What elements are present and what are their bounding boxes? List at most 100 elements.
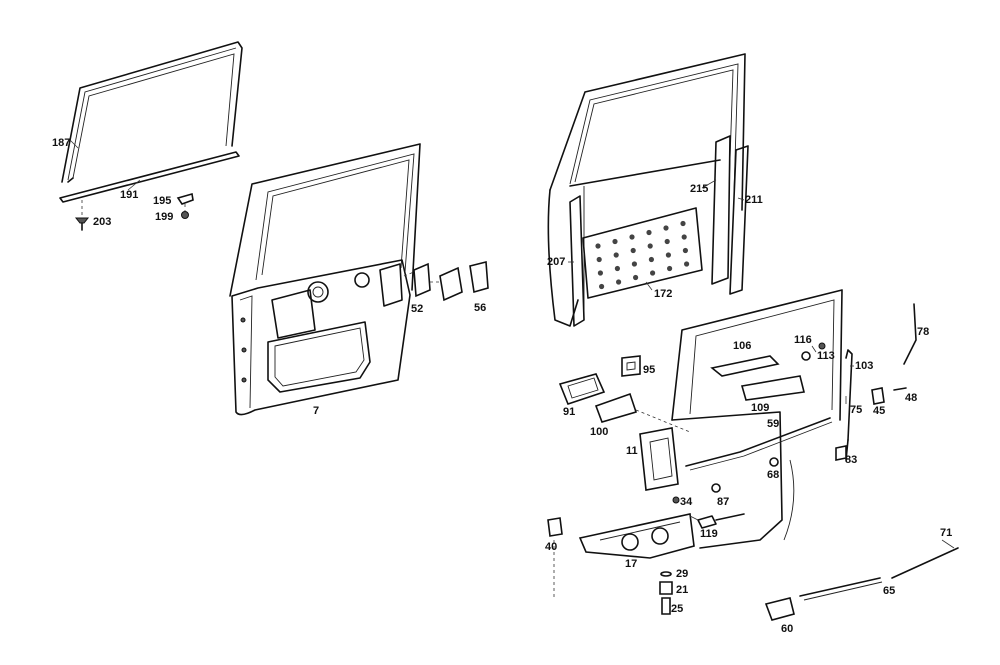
part-label-78: 78 — [917, 326, 930, 338]
panel-fastener-dot — [633, 274, 639, 281]
panel-fastener-dot — [631, 261, 638, 267]
bolt-116 — [801, 351, 811, 361]
inside-handle-100 — [594, 392, 638, 423]
rod-78 — [903, 303, 917, 365]
leader-lines — [69, 139, 955, 549]
panel-fastener-dot — [596, 256, 602, 263]
cable-71 — [891, 547, 959, 579]
roller-assembly-17 — [578, 513, 695, 559]
sliding-door-frame — [547, 53, 746, 327]
washer-29 — [660, 571, 672, 577]
part-label-29: 29 — [676, 568, 689, 580]
guide-45 — [871, 387, 885, 405]
part-label-95: 95 — [643, 364, 656, 376]
spring-119 — [697, 513, 745, 529]
clip-68 — [769, 457, 779, 467]
part-label-83: 83 — [845, 454, 858, 466]
clip-203 — [74, 200, 90, 231]
window-channel-187 — [61, 41, 243, 183]
sliding-door-lower — [671, 289, 843, 549]
rod-103 — [845, 349, 853, 441]
trim-panel-172 — [582, 207, 703, 299]
cover-95 — [621, 355, 641, 377]
part-label-11: 11 — [626, 445, 638, 457]
panel-fastener-dot — [595, 243, 601, 249]
panel-fastener-dot — [665, 252, 672, 258]
part-label-187: 187 — [52, 137, 71, 149]
front-door-assembly-7 — [229, 143, 421, 416]
part-label-65: 65 — [883, 585, 896, 597]
part-label-87: 87 — [717, 496, 730, 508]
latch-11 — [635, 409, 691, 491]
outside-handle-106 — [710, 355, 780, 377]
handle-bezel-91 — [558, 373, 606, 405]
panel-fastener-dot — [650, 270, 656, 276]
panel-fastener-dot — [681, 234, 687, 240]
part-label-68: 68 — [767, 469, 780, 481]
panel-fastener-dot — [597, 270, 604, 276]
part-label-191: 191 — [120, 189, 139, 201]
striker-bracket-52 — [403, 262, 431, 298]
part-label-199: 199 — [155, 211, 174, 223]
part-label-45: 45 — [873, 405, 886, 417]
cable-65 — [799, 577, 883, 601]
part-label-59: 59 — [767, 418, 780, 430]
panel-fastener-dot — [680, 220, 686, 227]
panel-fastener-dot — [682, 247, 689, 254]
part-label-52: 52 — [411, 303, 424, 315]
panel-fastener-dot — [684, 261, 690, 267]
bracket-60 — [764, 597, 795, 621]
panel-fastener-dot — [613, 252, 619, 258]
handle-109 — [740, 375, 805, 401]
part-label-106: 106 — [733, 340, 752, 352]
clip-199 — [181, 204, 189, 219]
part-label-103: 103 — [855, 360, 874, 372]
panel-fastener-dot — [647, 243, 653, 249]
front-seal-211 — [729, 145, 749, 295]
part-label-203: 203 — [93, 216, 112, 228]
part-label-91: 91 — [563, 406, 576, 418]
striker-56 — [430, 260, 489, 302]
part-label-207: 207 — [547, 256, 566, 268]
part-label-116: 116 — [794, 334, 812, 346]
part-label-109: 109 — [751, 402, 770, 414]
roller-21 — [659, 581, 673, 595]
bumper-40 — [547, 517, 563, 600]
panel-fastener-dot — [663, 225, 669, 231]
pin-25 — [661, 597, 671, 615]
part-label-119: 119 — [700, 528, 718, 540]
panel-fastener-dot — [648, 256, 655, 263]
part-label-48: 48 — [905, 392, 918, 404]
part-label-211: 211 — [745, 194, 763, 206]
part-label-25: 25 — [671, 603, 684, 615]
nut-113 — [818, 342, 826, 350]
part-label-172: 172 — [654, 288, 673, 300]
part-label-7: 7 — [313, 405, 320, 417]
part-label-195: 195 — [153, 195, 172, 207]
front-channel-215 — [711, 135, 731, 285]
screw-48 — [893, 387, 907, 391]
panel-fastener-dot — [646, 229, 652, 236]
panel-fastener-dot — [664, 238, 670, 245]
cable-59 — [685, 417, 833, 471]
part-label-21: 21 — [676, 584, 689, 596]
panel-fastener-dots — [595, 220, 690, 290]
panel-fastener-dot — [667, 265, 673, 272]
panel-fastener-dot — [599, 283, 605, 290]
panel-fastener-dot — [630, 247, 636, 254]
clip-87 — [711, 483, 721, 493]
part-label-40: 40 — [545, 541, 558, 553]
part-label-71: 71 — [940, 527, 953, 539]
panel-fastener-dot — [629, 234, 635, 240]
part-label-215: 215 — [690, 183, 709, 195]
part-label-60: 60 — [781, 623, 794, 635]
rear-channel-207 — [569, 195, 585, 327]
part-label-75: 75 — [850, 404, 863, 416]
panel-fastener-dot — [616, 279, 622, 285]
part-label-34: 34 — [680, 496, 693, 508]
bolt-34 — [672, 496, 680, 504]
part-label-113: 113 — [817, 350, 835, 362]
retainer-195 — [176, 192, 194, 205]
